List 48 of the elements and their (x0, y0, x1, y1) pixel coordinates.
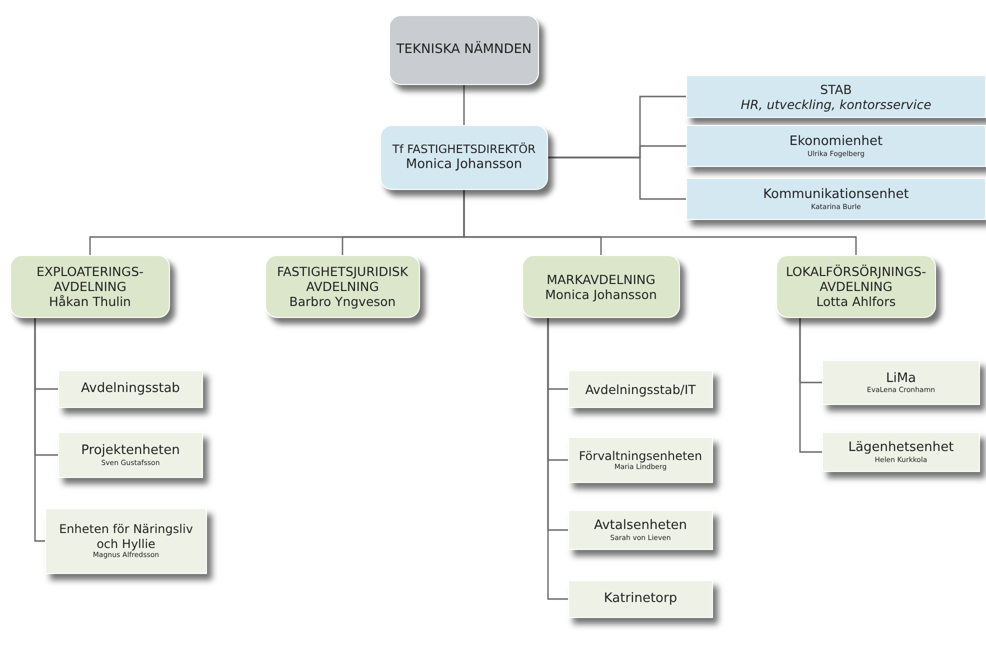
unit-title: LOKALFÖRSÖRJNINGS- AVDELNING (784, 264, 928, 294)
connector-line (463, 190, 857, 255)
unit-title: Avtalsenheten (594, 518, 688, 534)
unit-title: Avdelningsstab (81, 381, 180, 397)
org-unit-box (389, 15, 539, 85)
org-unit-box (568, 580, 713, 618)
org-unit-box (822, 432, 980, 472)
org-unit-box (822, 360, 980, 405)
org-unit-box (10, 255, 170, 318)
org-unit-box (568, 370, 713, 408)
unit-title: Enheten för Näringsliv och Hyllie (58, 522, 194, 552)
unit-subtitle: Monica Johansson (406, 156, 522, 172)
unit-subtitle: Lotta Ahlfors (816, 294, 896, 309)
org-unit-box (568, 510, 713, 550)
org-unit-box (58, 432, 203, 478)
org-unit-box (45, 508, 207, 574)
unit-title: STAB (820, 82, 852, 96)
org-unit-box (686, 125, 986, 167)
unit-title: Katrinetorp (604, 591, 678, 607)
connector-line (34, 318, 45, 542)
connector-line (799, 318, 822, 453)
unit-title: FASTIGHETSJURIDISK AVDELNING (276, 264, 410, 294)
unit-subtitle: HR, utveckling, kontorsservice (740, 96, 932, 112)
unit-title: Ekonomienhet (789, 134, 883, 150)
unit-title: MARKAVDELNING (546, 272, 656, 286)
connector-line (463, 85, 465, 125)
org-unit-box (380, 125, 548, 190)
org-unit-box (776, 255, 936, 318)
org-unit-box (686, 178, 986, 220)
org-unit-box (58, 370, 203, 408)
connector-line (547, 318, 568, 600)
org-unit-box (522, 255, 680, 318)
unit-title: Kommunikationsenhet (763, 187, 909, 203)
unit-title: Avdelningsstab/IT (585, 382, 696, 396)
unit-title: Projektenheten (81, 443, 180, 459)
connector-line (548, 156, 686, 200)
unit-title: TEKNISKA NÄMNDEN (396, 42, 532, 58)
unit-title: Förvaltningsenheten (578, 448, 702, 463)
unit-title: Tf FASTIGHETSDIREKTÖR (392, 142, 536, 157)
org-unit-box (265, 255, 420, 318)
org-unit-box (568, 437, 713, 483)
unit-subtitle: Barbro Yngveson (289, 294, 396, 309)
unit-subtitle: Monica Johansson (545, 286, 657, 302)
org-unit-box (686, 75, 986, 118)
unit-title: EXPLOATERINGS- AVDELNING (35, 264, 145, 294)
unit-title: LiMa (886, 370, 916, 386)
unit-subtitle: Håkan Thulin (49, 294, 131, 309)
unit-title: Lägenhetsenhet (848, 440, 954, 456)
